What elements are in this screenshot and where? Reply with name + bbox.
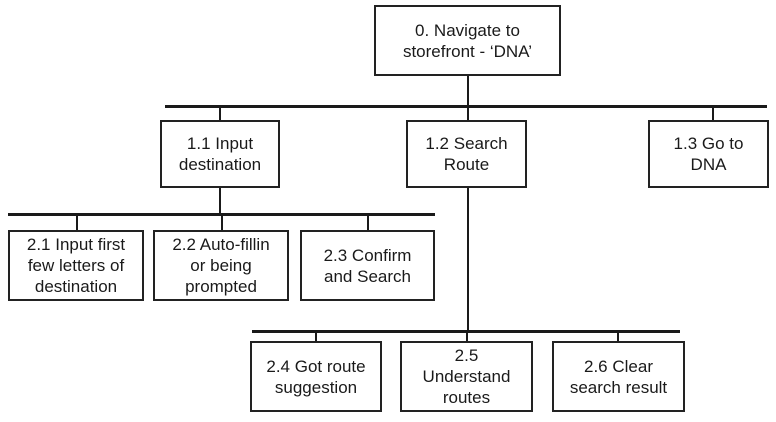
node-got-route-suggestion: 2.4 Got route suggestion xyxy=(250,341,382,412)
node-clear-search-result: 2.6 Clear search result xyxy=(552,341,685,412)
connector-n2-3-up xyxy=(367,214,369,230)
node-input-first-letters: 2.1 Input first few letters of destinati… xyxy=(8,230,144,301)
connector-n2-1-up xyxy=(76,214,78,230)
connector-n2-6-up xyxy=(617,331,619,341)
connector-n2-4-up xyxy=(315,331,317,341)
node-input-destination: 1.1 Input destination xyxy=(160,120,280,188)
connector-n1-3-up xyxy=(712,106,714,120)
connector-n1-1-down xyxy=(219,187,221,215)
connector-level1-bar xyxy=(165,105,767,108)
connector-n1-1-up xyxy=(219,106,221,120)
node-understand-routes: 2.5 Understand routes xyxy=(400,341,533,412)
connector-n1-2-down xyxy=(467,187,469,332)
connector-root-down xyxy=(467,75,469,106)
node-go-to-dna: 1.3 Go to DNA xyxy=(648,120,769,188)
node-confirm-search: 2.3 Confirm and Search xyxy=(300,230,435,301)
connector-n2-2-up xyxy=(221,214,223,230)
node-auto-fill-prompted: 2.2 Auto-fillin or being prompted xyxy=(153,230,289,301)
connector-n1-2-up xyxy=(467,106,469,120)
node-navigate-storefront: 0. Navigate to storefront - ‘DNA’ xyxy=(374,5,561,76)
node-search-route: 1.2 Search Route xyxy=(406,120,527,188)
connector-n2-5-up xyxy=(466,331,468,341)
